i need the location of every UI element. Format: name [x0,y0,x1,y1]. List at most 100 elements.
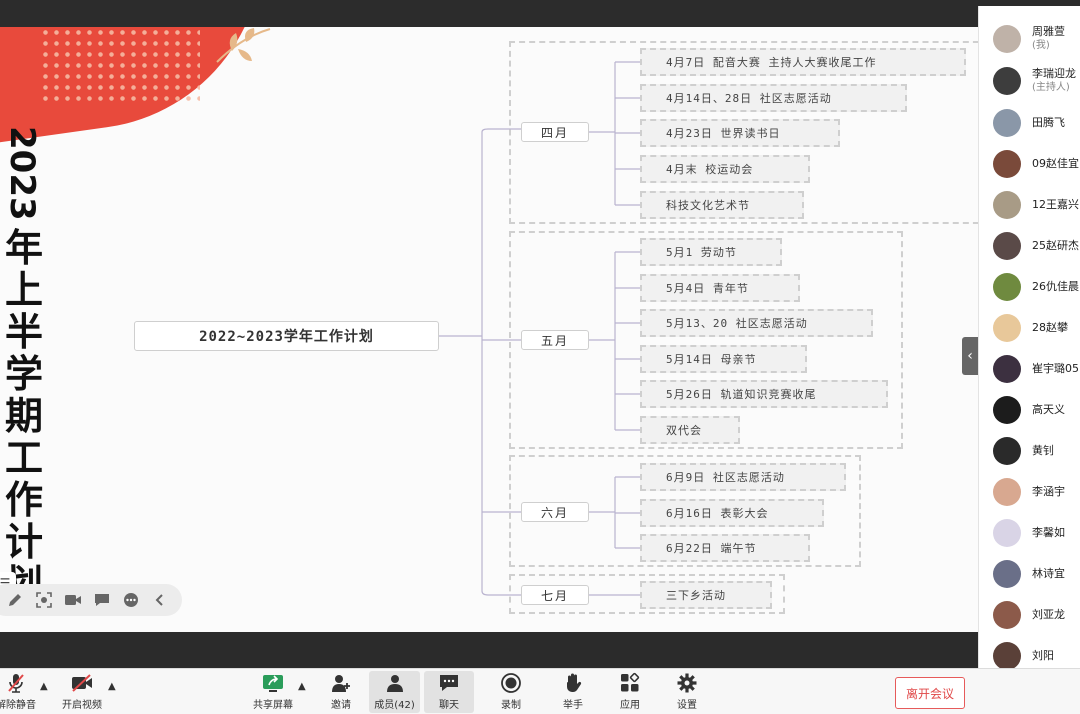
panel-collapse-button[interactable]: ‹ [962,337,978,375]
more-icon[interactable] [122,591,140,609]
settings-button[interactable]: 设置 [674,671,700,713]
avatar [993,437,1021,465]
record-button[interactable]: 录制 [498,671,524,713]
participant-name: 26仇佳晨 [1032,280,1079,293]
participant-item[interactable]: 李涵宇 [993,474,1065,510]
plan-item: 5月1 劳动节 [640,238,782,266]
share-screen-label: 共享屏幕 [253,700,293,711]
vertical-title-year: 2023 [2,125,42,221]
participant-name: 周雅萱 [1032,25,1065,38]
participant-role: (主持人) [1032,82,1070,93]
leave-meeting-button[interactable]: 离开会议 [895,677,965,709]
plan-item: 6月16日 表彰大会 [640,499,824,527]
participant-item[interactable]: 李瑞迎龙 (主持人) [993,63,1076,99]
gear-icon [675,671,699,695]
chevron-up-icon[interactable]: ▲ [40,681,48,692]
top-bar [0,0,978,27]
avatar [993,25,1021,53]
plan-item: 6月9日 社区志愿活动 [640,463,846,491]
participant-name: 高天义 [1032,403,1065,416]
add-user-icon [329,671,353,695]
participant-name: 09赵佳宜 [1032,157,1079,170]
plan-item: 4月14日、28日 社区志愿活动 [640,84,907,112]
avatar [993,232,1021,260]
avatar [993,109,1021,137]
participant-name: 黄钊 [1032,444,1054,457]
participant-item[interactable]: 田腾飞 [993,105,1065,141]
plan-item: 4月7日 配音大赛 主持人大赛收尾工作 [640,48,966,76]
share-screen-button[interactable]: 共享屏幕 [252,671,294,713]
chevron-left-icon[interactable] [151,591,169,609]
raise-hand-button[interactable]: 举手 [560,671,586,713]
participant-item[interactable]: 林诗宜 [993,556,1065,592]
avatar [993,642,1021,668]
participant-item[interactable]: 黄钊 [993,433,1054,469]
participant-name: 李馨如 [1032,526,1065,539]
members-button[interactable]: 成员(42) [369,671,420,713]
start-video-button[interactable]: 开启视频 [60,671,104,713]
apps-button[interactable]: 应用 [617,671,643,713]
plan-item: 双代会 [640,416,740,444]
participant-role: (我) [1032,40,1050,51]
avatar [993,396,1021,424]
share-screen-icon [261,671,285,695]
plan-item: 5月4日 青年节 [640,274,800,302]
shared-slide: 2023 年 上 半 学 期 工 作 计 划 [0,27,978,632]
month-node: 四月 [521,122,589,142]
apps-icon [618,671,642,695]
members-icon [383,671,407,695]
participant-item[interactable]: 高天义 [993,392,1065,428]
participant-item[interactable]: 刘阳 [993,638,1054,668]
participant-name: 28赵攀 [1032,321,1068,334]
plan-item: 4月23日 世界读书日 [640,119,840,147]
camera-icon[interactable] [64,591,82,609]
avatar [993,478,1021,506]
participant-name: 刘亚龙 [1032,608,1065,621]
month-node: 七月 [521,585,589,605]
chat-label: 聊天 [439,700,459,711]
group-box-april [509,41,978,224]
screenshot-icon[interactable] [35,591,53,609]
plan-item: 5月14日 母亲节 [640,345,807,373]
comment-icon[interactable] [93,591,111,609]
vertical-title-char: 年 [4,226,43,270]
record-label: 录制 [501,700,521,711]
meeting-toolbar: 解除静音 ▲ 开启视频 ▲ 共享屏幕 ▲ 邀请 成员(42) 聊天 录制 [0,668,1080,714]
group-box-july [509,574,785,614]
vertical-title-char: 学 [4,352,43,396]
record-icon [499,671,523,695]
participant-item[interactable]: 12王嘉兴 [993,187,1079,223]
participant-item[interactable]: 周雅萱 (我) [993,21,1065,57]
mindmap-root: 2022~2023学年工作计划 [134,321,439,351]
camera-off-icon [70,671,94,695]
settings-label: 设置 [677,700,697,711]
chevron-left-icon: ‹ [967,348,973,364]
participant-item[interactable]: 28赵攀 [993,310,1068,346]
participant-item[interactable]: 李馨如 [993,515,1065,551]
participant-item[interactable]: 刘亚龙 [993,597,1065,633]
chevron-up-icon[interactable]: ▲ [298,681,306,692]
apps-label: 应用 [620,700,640,711]
chat-button[interactable]: 聊天 [424,671,474,713]
participant-name: 李瑞迎龙 [1032,67,1076,80]
members-label: 成员(42) [374,700,415,711]
microphone-muted-icon [4,671,28,695]
participant-name: 崔宇璐05 [1032,362,1079,375]
chevron-up-icon[interactable]: ▲ [108,681,116,692]
avatar [993,519,1021,547]
avatar [993,150,1021,178]
participant-item[interactable]: 26仇佳晨 [993,269,1079,305]
unmute-button[interactable]: 解除静音 [0,671,38,713]
participant-item[interactable]: 崔宇璐05 [993,351,1079,387]
decorative-dots [40,27,200,107]
participant-item[interactable]: 09赵佳宜 [993,146,1079,182]
plan-item: 5月26日 轨道知识竞赛收尾 [640,380,888,408]
invite-label: 邀请 [331,700,351,711]
pen-icon[interactable] [6,591,24,609]
group-box-may [509,231,903,449]
plan-item: 6月22日 端午节 [640,534,810,562]
invite-button[interactable]: 邀请 [326,671,356,713]
plan-item: 5月13、20 社区志愿活动 [640,309,873,337]
participant-item[interactable]: 25赵研杰 [993,228,1079,264]
